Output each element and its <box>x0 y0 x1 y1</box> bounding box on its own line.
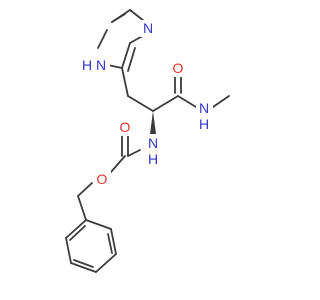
carbonyl-oxygen-label: O <box>120 119 131 135</box>
bond-ring-n-c <box>129 9 145 22</box>
benzene-bond-2 <box>110 228 117 255</box>
imidazole-n1-label: N <box>96 57 106 73</box>
bond-ring-c4-c5 <box>121 42 131 69</box>
bond-ring-c2-n3 <box>111 9 131 23</box>
benzene-bond-1 <box>85 219 112 230</box>
carbamate-nitrogen-label: N <box>148 135 158 151</box>
carbamate-nh-h-label: H <box>148 151 158 167</box>
bond-ch2-calpha <box>127 95 154 112</box>
benzene-bond-6 <box>65 219 87 239</box>
benzene-double-1 <box>107 233 113 254</box>
atom-labels: N H N O N H N H O O <box>80 20 213 188</box>
benzene-double-3 <box>69 225 86 241</box>
benzene-bond-4 <box>70 262 97 273</box>
bond-ring-ch2 <box>121 67 129 97</box>
bond-carbonyl-ester-o <box>110 155 126 173</box>
molecule-structure-diagram: N H N O N H N H O O <box>65 9 230 273</box>
bond-calpha-carbonyl <box>152 95 179 112</box>
benzene-bond-5 <box>65 237 72 264</box>
bond-ring-c4-c5-double <box>127 47 136 72</box>
bond-ring-n1-c2 <box>97 29 108 49</box>
ester-oxygen-label: O <box>97 171 108 187</box>
bond-ch2-phenyl <box>77 195 87 221</box>
carbamate-group <box>77 135 141 197</box>
amide-nh-h-label: H <box>199 116 209 132</box>
backbone <box>121 67 230 134</box>
bond-amide-n-methyl <box>212 95 230 108</box>
stereo-wedge-bond <box>150 111 156 134</box>
imidazole-n3-label: N <box>143 20 153 36</box>
benzene-ring <box>65 195 117 273</box>
bond-amide-c-n <box>177 95 197 108</box>
amide-nitrogen-label: N <box>199 100 209 116</box>
benzene-bond-3 <box>95 253 117 273</box>
benzene-double-2 <box>73 259 94 268</box>
bond-nh-carbonyl <box>127 149 141 157</box>
imidazole-nh-h-label: H <box>82 57 92 73</box>
amide-oxygen-label: O <box>173 60 184 76</box>
bond-ester-o-ch2 <box>77 182 93 197</box>
